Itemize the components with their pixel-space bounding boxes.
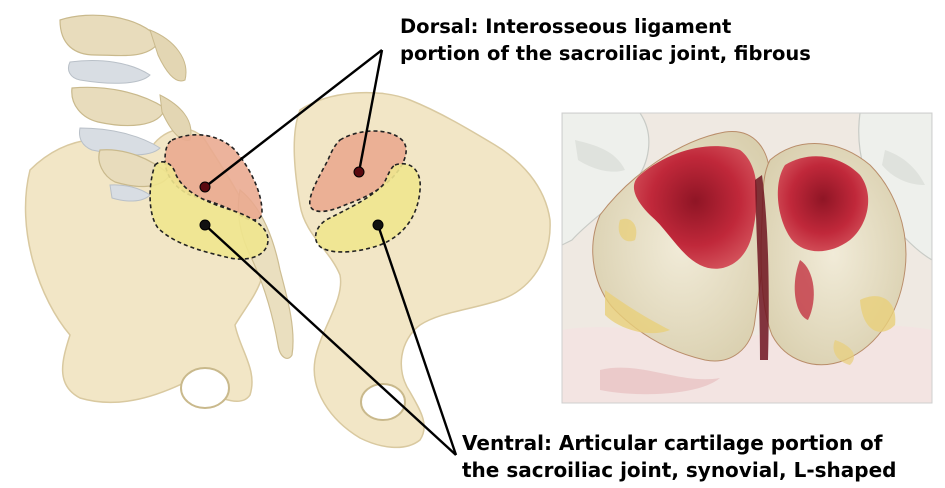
- obturator-foramen-left: [181, 368, 229, 408]
- dorsal-label-line2: portion of the sacroiliac joint, fibrous: [400, 40, 811, 67]
- right-ilium-illustration: [294, 93, 550, 448]
- dorsal-dot-right: [354, 167, 364, 177]
- dorsal-dot-left: [200, 182, 210, 192]
- ventral-label: Ventral: Articular cartilage portion of …: [462, 430, 896, 484]
- dorsal-label-line1: Dorsal: Interosseous ligament: [400, 13, 811, 40]
- left-ilium-illustration: [26, 15, 294, 408]
- ventral-label-line1: Ventral: Articular cartilage portion of: [462, 430, 896, 457]
- ventral-dot-right: [373, 220, 383, 230]
- right-ilium-bone: [294, 93, 550, 448]
- ventral-dot-left: [200, 220, 210, 230]
- ventral-label-line2: the sacroiliac joint, synovial, L-shaped: [462, 457, 896, 484]
- cadaveric-specimen-photo: [562, 113, 932, 403]
- dorsal-label: Dorsal: Interosseous ligament portion of…: [400, 13, 811, 67]
